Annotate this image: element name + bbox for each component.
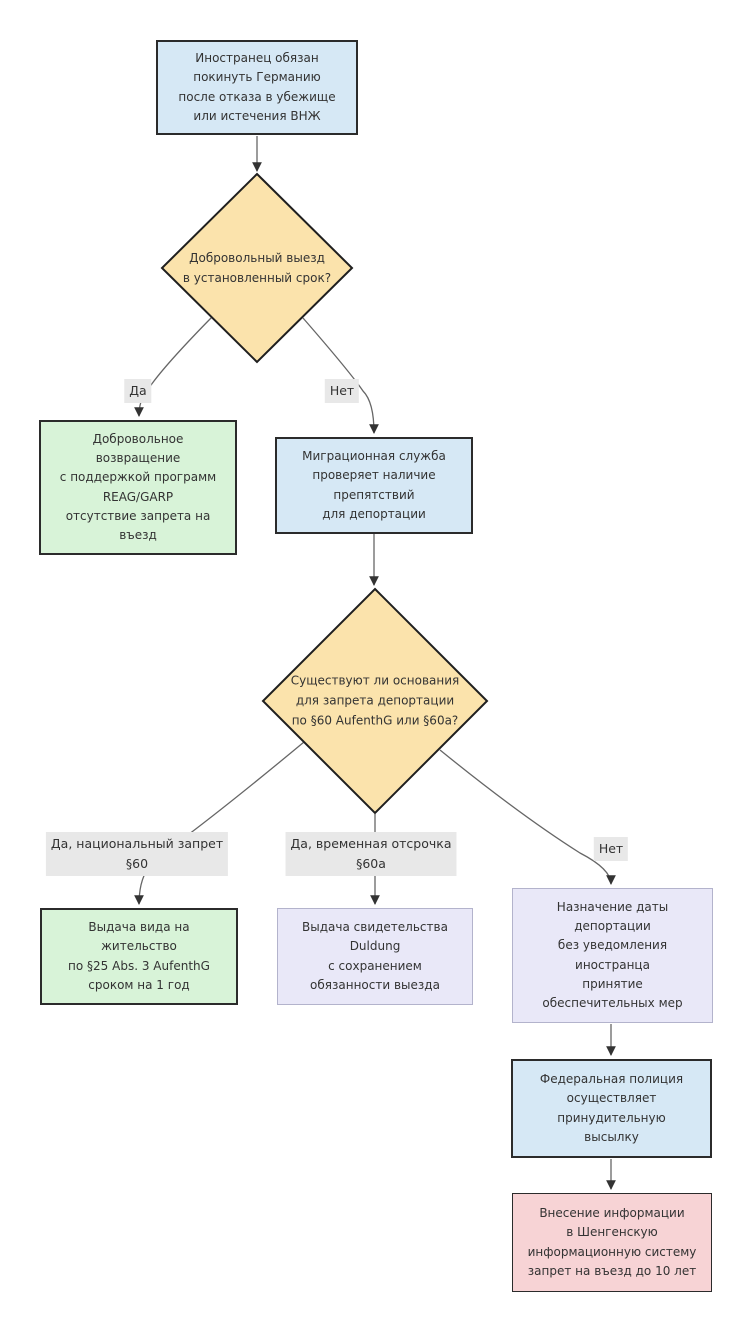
edge-decision-voluntary-no — [302, 317, 379, 434]
edge-label-temporary-deferral: Да, временная отсрочка §60a — [285, 832, 457, 876]
node-decision-voluntary-shape — [160, 172, 354, 364]
node-voluntary-return-label: Добровольное возвращение с поддержкой пр… — [59, 431, 217, 542]
node-decision-grounds-label: Существуют ли основания для запрета депо… — [290, 673, 460, 727]
node-start-label: Иностранец обязан покинуть Германию посл… — [178, 51, 336, 123]
node-residence-permit: Выдача вида на жительство по §25 Abs. 3 … — [40, 908, 238, 1005]
edge-decision-grounds-no — [439, 749, 616, 885]
node-deportation-date-label: Назначение даты депортации без уведомлен… — [542, 899, 683, 1010]
node-migration-check-label: Миграционная служба проверяет наличие пр… — [302, 449, 446, 521]
edge-label-no: Нет — [324, 379, 360, 403]
node-voluntary-return: Добровольное возвращение с поддержкой пр… — [39, 420, 237, 555]
edge-label-no-2: Нет — [593, 837, 629, 861]
node-decision-grounds-shape — [261, 587, 489, 815]
node-federal-police-label: Федеральная полиция осуществляет принуди… — [539, 1072, 684, 1144]
node-start: Иностранец обязан покинуть Германию посл… — [156, 40, 358, 135]
node-federal-police: Федеральная полиция осуществляет принуди… — [511, 1059, 712, 1158]
edge-decision-grounds-national-ban — [134, 741, 305, 905]
edge-label-national-ban: Да, национальный запрет §60 — [45, 832, 229, 876]
node-duldung: Выдача свидетельства Duldung с сохранени… — [277, 908, 473, 1005]
node-duldung-label: Выдача свидетельства Duldung с сохранени… — [302, 920, 448, 992]
node-sis-entry-label: Внесение информации в Шенгенскую информа… — [527, 1206, 697, 1278]
node-migration-check: Миграционная служба проверяет наличие пр… — [275, 437, 473, 534]
node-residence-permit-label: Выдача вида на жительство по §25 Abs. 3 … — [68, 920, 210, 992]
node-decision-voluntary-label: Добровольный выезд в установленный срок? — [182, 251, 332, 285]
node-sis-entry: Внесение информации в Шенгенскую информа… — [512, 1193, 712, 1292]
edge-label-yes: Да — [124, 379, 152, 403]
node-deportation-date: Назначение даты депортации без уведомлен… — [512, 888, 713, 1023]
